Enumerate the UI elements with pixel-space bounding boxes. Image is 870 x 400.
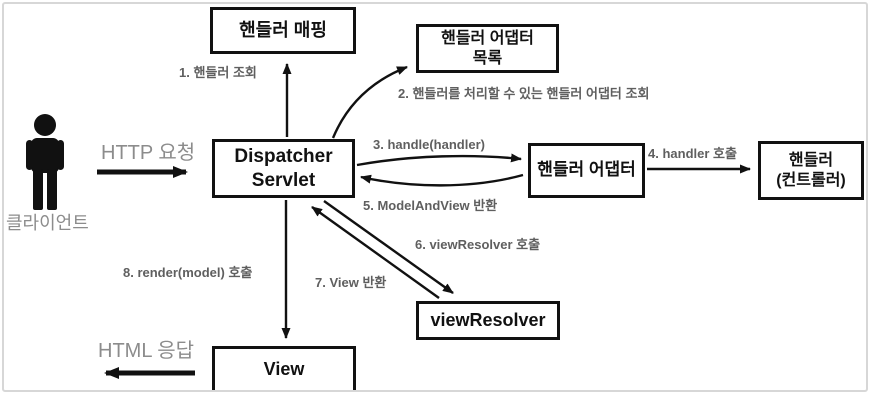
step1-label: 1. 핸들러 조회 <box>179 65 257 80</box>
html-response-label: HTML 응답 <box>98 340 195 362</box>
step4-label: 4. handler 호출 <box>648 146 737 161</box>
arrow-step5 <box>360 173 524 187</box>
step7-label: 7. View 반환 <box>315 275 387 290</box>
step3-label: 3. handle(handler) <box>373 137 485 152</box>
view-resolver-box: viewResolver <box>416 301 560 340</box>
view-box: View <box>212 346 356 390</box>
handler-controller-box: 핸들러 (컨트롤러) <box>758 141 864 200</box>
step6-label: 6. viewResolver 호출 <box>415 237 541 252</box>
dispatcher-servlet-flow-diagram: 핸들러 매핑 핸들러 어댑터 목록 Dispatcher Servlet 핸들러… <box>2 2 868 392</box>
arrow-step2 <box>331 65 408 139</box>
step2-label: 2. 핸들러를 처리할 수 있는 핸들러 어댑터 조회 <box>398 86 650 101</box>
handler-mapping-box: 핸들러 매핑 <box>210 7 356 54</box>
handler-adapter-list-box: 핸들러 어댑터 목록 <box>416 24 559 73</box>
step5-label: 5. ModelAndView 반환 <box>363 198 498 213</box>
client-label: 클라이언트 <box>6 213 89 233</box>
client-person-icon <box>26 114 64 210</box>
http-request-label: HTTP 요청 <box>101 142 196 164</box>
dispatcher-servlet-box: Dispatcher Servlet <box>212 139 355 198</box>
arrow-step3 <box>356 153 522 167</box>
handler-adapter-box: 핸들러 어댑터 <box>528 143 645 198</box>
step8-label: 8. render(model) 호출 <box>123 265 253 280</box>
